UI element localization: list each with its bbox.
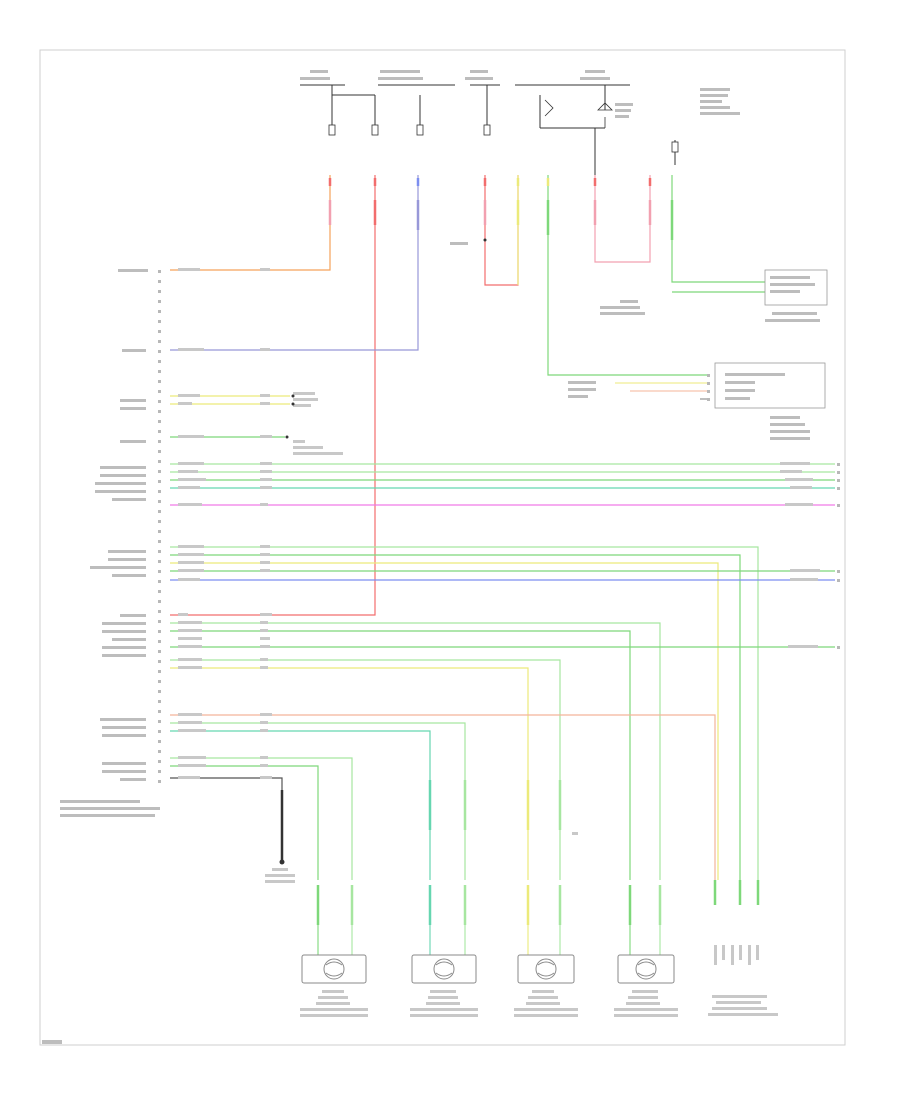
wire-dark-ground [170,777,283,860]
wire-green-lf2-b [170,765,319,880]
fuse-5 [671,141,679,153]
wire-green-lf-sensor-a [170,546,759,880]
right-modules [714,269,828,409]
fuse-4 [483,124,491,136]
controller-side-wires [615,382,710,400]
fuse-3 [416,124,424,136]
wire-yellow-lf-sensor-c [170,562,719,880]
relay-contact [597,102,613,111]
wire-violet-feed [170,175,419,351]
sensor-left-rear [517,954,575,984]
fuse-2 [371,124,379,136]
wire-green-controller [547,175,710,376]
wheel-speed-sensors [301,954,675,984]
feed-wires [170,175,765,616]
junction-dots [285,238,487,439]
sensor-pin-labels [714,945,759,965]
diagram-frame [39,49,846,1046]
sensor-right-rear [411,954,477,984]
wire-green-rf-a [170,622,661,880]
sensor-left-front [301,954,367,984]
sensor-right-front [617,954,675,984]
sensor-drop-markers [280,780,760,925]
fuse-1 [328,124,336,136]
header-label-blocks [300,70,740,118]
wire-teal-rr-b [170,730,431,880]
controller-side-labels [568,381,596,398]
module-sensor-top [764,269,828,306]
power-feed-bus [300,84,676,175]
wire-red-feed [170,175,376,616]
footer [42,1040,62,1044]
wire-green-lf2-a [170,757,353,880]
wire-green-lf-sensor-b [170,554,741,880]
relay-symbols [544,99,613,128]
sensor-drop-continuation [317,925,661,955]
right-module-labels [450,242,820,440]
connector-pin-column [158,270,161,783]
wire-code-markers [328,178,674,240]
wire-red-pink-loop [594,175,651,263]
wire-yellow-lr-b [170,667,529,880]
wire-green-lr-a [170,659,561,880]
wire-orange-feed [170,175,331,271]
fuse-symbols [328,124,679,153]
relay-coil [544,99,554,117]
left-function-labels [60,269,160,817]
right-edge-pins [707,374,840,649]
sensor-caption-blocks [300,990,778,1017]
ground-symbol [265,859,295,883]
wire-green-right [671,175,765,283]
wire-red-left-loop [484,175,519,286]
module-controller [714,362,826,409]
wire-green-rf-b [170,630,631,880]
wire-salmon-sensor [170,714,716,880]
wire-inline-labels [178,268,820,835]
